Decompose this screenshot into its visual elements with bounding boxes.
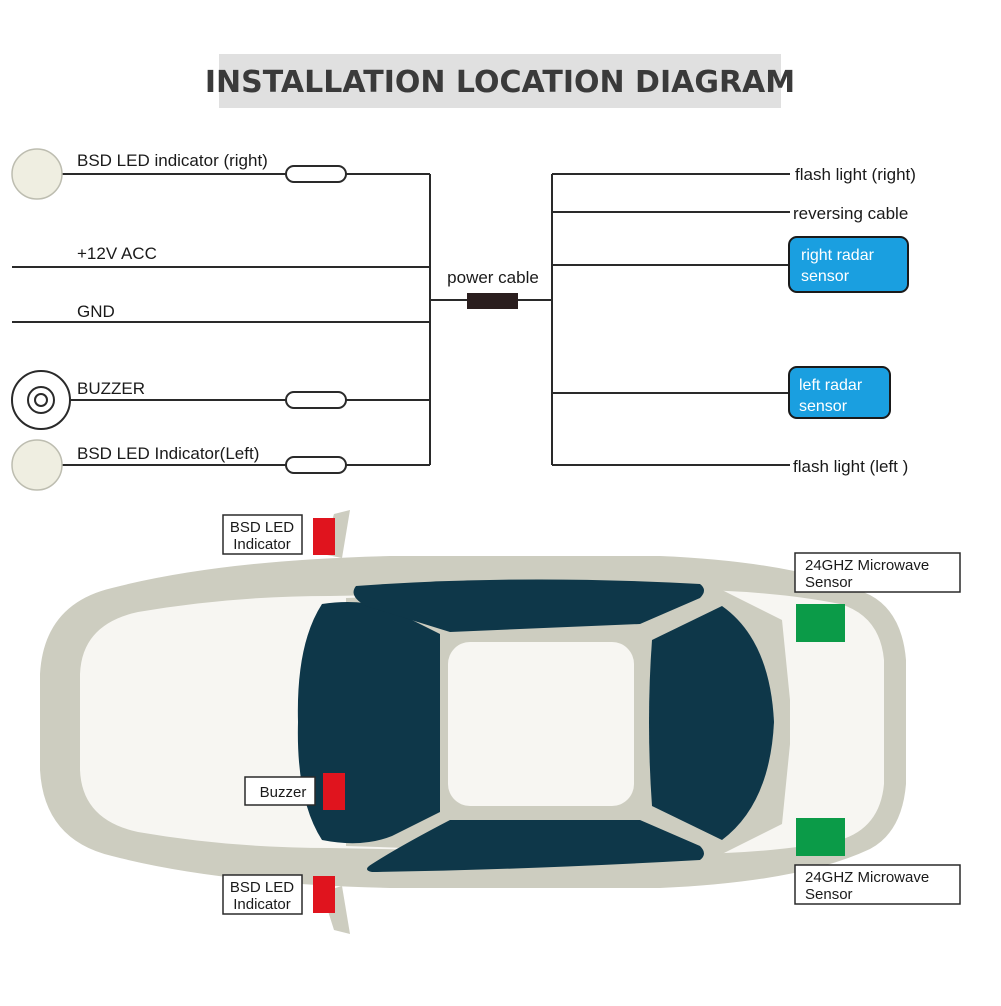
flash-right-label: flash light (right) (795, 165, 916, 184)
bsd-top-label-line2: Indicator (233, 536, 291, 553)
sensor-bottom-label-line2: Sensor (805, 886, 853, 903)
car-roof (448, 642, 634, 806)
wiring-right (518, 173, 790, 466)
callout-bsd-top: BSD LED Indicator (222, 514, 303, 555)
sensor-top-label-line2: Sensor (805, 574, 853, 591)
bsd-right-label: BSD LED indicator (right) (77, 151, 268, 170)
windshield (297, 602, 440, 844)
bsd-led-bottom-marker (313, 876, 335, 913)
power-cable-connector (467, 293, 518, 309)
bsd-right-indicator-icon (11, 148, 63, 200)
callout-buzzer: Buzzer (244, 776, 316, 806)
callout-sensor-bottom: 24GHZ Microwave Sensor (794, 864, 961, 905)
car-top-view (40, 510, 906, 934)
bsd-top-label-line1: BSD LED (230, 519, 294, 536)
gnd-label: GND (77, 302, 115, 321)
title-background (219, 54, 781, 108)
buzzer-car-label: Buzzer (260, 784, 307, 801)
reversing-label: reversing cable (793, 204, 908, 223)
bottom-side-windows (367, 820, 704, 872)
page-title: INSTALLATION LOCATION DIAGRAM (205, 65, 795, 100)
bsd-led-top-marker (313, 518, 335, 555)
title-banner: INSTALLATION LOCATION DIAGRAM (205, 54, 795, 108)
bsd-right-connector (285, 165, 347, 183)
callout-sensor-top: 24GHZ Microwave Sensor (794, 552, 961, 593)
sensor-bottom-label-line1: 24GHZ Microwave (805, 869, 929, 886)
bsd-left-label: BSD LED Indicator(Left) (77, 444, 259, 463)
buzzer-connector (285, 391, 347, 409)
buzzer-icon (11, 370, 71, 430)
microwave-sensor-top-marker (796, 604, 845, 642)
rear-window (649, 606, 774, 840)
sensor-top-label-line1: 24GHZ Microwave (805, 557, 929, 574)
callout-bsd-bottom: BSD LED Indicator (222, 874, 303, 915)
power-cable-label: power cable (447, 268, 539, 287)
bsd-bottom-label-line2: Indicator (233, 896, 291, 913)
bsd-left-indicator-icon (11, 439, 63, 491)
flash-left-label: flash light (left ) (793, 457, 908, 476)
bsd-left-connector (285, 456, 347, 474)
left-radar-sensor-box: left radar sensor (788, 366, 891, 419)
wiring-left (12, 165, 468, 474)
right-radar-sensor-box: right radar sensor (788, 236, 909, 293)
left-radar-label-line2: sensor (799, 398, 848, 415)
top-side-windows (353, 579, 704, 632)
buzzer-label: BUZZER (77, 379, 145, 398)
right-radar-label-line2: sensor (801, 268, 850, 285)
microwave-sensor-bottom-marker (796, 818, 845, 856)
right-radar-label-line1: right radar (801, 247, 875, 264)
left-radar-label-line1: left radar (799, 377, 863, 394)
buzzer-marker (323, 773, 345, 810)
bsd-bottom-label-line1: BSD LED (230, 879, 294, 896)
acc-label: +12V ACC (77, 244, 157, 263)
